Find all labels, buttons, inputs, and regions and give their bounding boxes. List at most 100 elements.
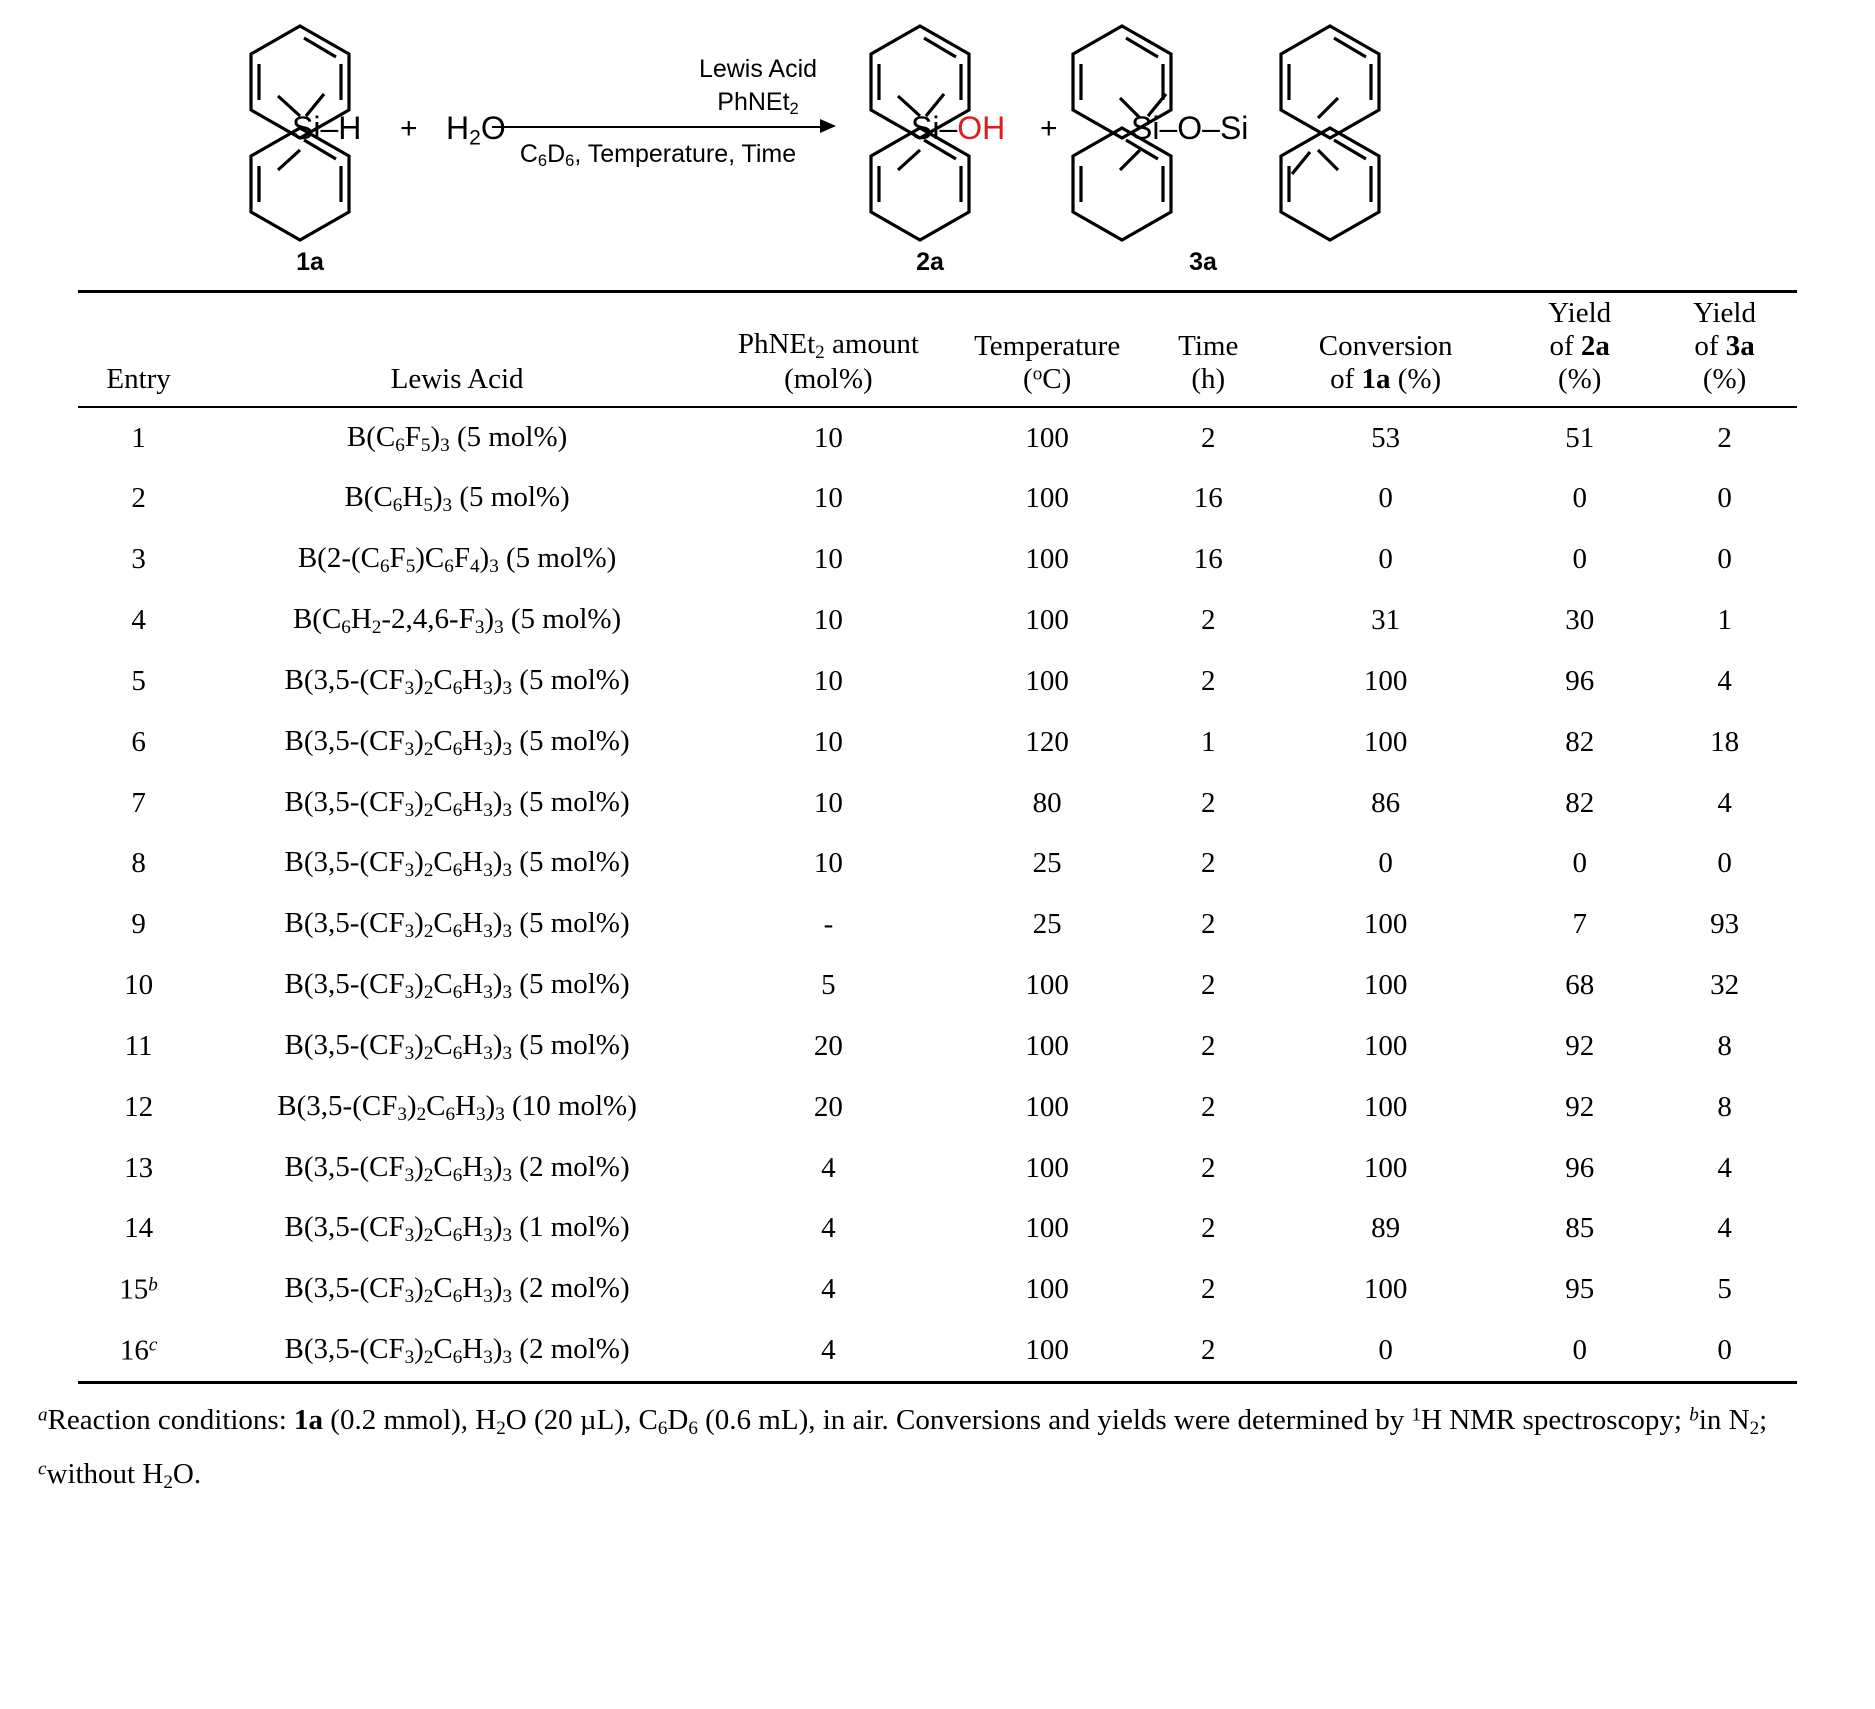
cell-yield-3a: 93 [1710,908,1740,941]
cell-entry: 14 [124,1212,154,1245]
cell-entry: 10 [124,969,154,1002]
cell-yield-3a: 32 [1710,969,1740,1002]
cell-amount: 20 [813,1029,843,1062]
cell-time: 2 [1201,1151,1216,1184]
results-table-wrap: Entry Lewis Acid PhNEt2 amount(mol%) Tem… [0,290,1875,1384]
cell-amount: 10 [813,725,843,758]
structure-1a-si-h: Si–H [292,110,362,146]
col-header-temperature: Temperature(oC) [974,330,1121,396]
cell-yield-2a: 82 [1565,725,1595,758]
cell-conversion: 89 [1371,1212,1401,1245]
cell-lewis-acid: B(C6H5)3 (5 mol%) [344,481,570,517]
condition-solvent: C6D6, Temperature, Time [519,140,797,171]
cell-amount: 4 [821,1334,836,1367]
cell-conversion: 31 [1371,604,1401,637]
cell-yield-2a: 30 [1565,604,1595,637]
cell-temperature: 25 [1032,847,1062,880]
cell-lewis-acid: B(2-(C6F5)C6F4)3 (5 mol%) [297,542,617,578]
cell-entry: 2 [131,482,146,515]
cell-conversion: 86 [1371,786,1401,819]
cell-temperature: 25 [1032,908,1062,941]
reaction-arrow-head [820,119,836,133]
water-molecule: H2O [446,110,506,150]
condition-lewis-acid: Lewis Acid [698,55,818,83]
cell-time: 2 [1201,664,1216,697]
cell-temperature: 100 [1025,1090,1069,1123]
cell-temperature: 100 [1025,421,1069,454]
cell-yield-3a: 1 [1717,604,1732,637]
structure-1a-bonds [276,92,326,172]
col-header-time: Time(h) [1178,330,1239,396]
condition-phnet2: PhNEt2 [717,88,799,119]
cell-yield-3a: 18 [1710,725,1740,758]
cell-yield-2a: 96 [1565,664,1595,697]
cell-time: 2 [1201,1029,1216,1062]
table-footnote: aReaction conditions: 1a (0.2 mmol), H2O… [0,1384,1875,1501]
cell-lewis-acid: B(3,5-(CF3)2C6H3)3 (5 mol%) [284,1028,630,1064]
cell-yield-2a: 85 [1565,1212,1595,1245]
cell-conversion: 100 [1363,1029,1408,1062]
cell-lewis-acid: B(3,5-(CF3)2C6H3)3 (10 mol%) [277,1089,637,1125]
cell-yield-2a: 82 [1565,786,1595,819]
cell-amount: 4 [821,1273,836,1306]
cell-lewis-acid: B(3,5-(CF3)2C6H3)3 (2 mol%) [284,1150,630,1186]
cell-temperature: 80 [1032,786,1062,819]
structure-3a-drawing [1071,24,1381,242]
cell-lewis-acid: B(C6F5)3 (5 mol%) [346,420,568,456]
cell-yield-3a: 0 [1717,543,1732,576]
cell-temperature: 100 [1025,1212,1069,1245]
col-header-amount: PhNEt2 amount(mol%) [737,327,919,396]
cell-conversion: 0 [1378,847,1393,880]
cell-conversion: 100 [1363,1151,1408,1184]
cell-amount: 5 [821,969,836,1002]
cell-lewis-acid: B(3,5-(CF3)2C6H3)3 (5 mol%) [284,663,630,699]
cell-lewis-acid: B(C6H2-2,4,6-F3)3 (5 mol%) [292,603,622,638]
cell-yield-2a: 68 [1565,969,1595,1002]
reaction-arrow [492,126,822,128]
cell-yield-2a: 0 [1572,847,1587,880]
cell-time: 2 [1201,1334,1216,1367]
cell-time: 2 [1201,847,1216,880]
cell-yield-3a: 8 [1717,1029,1732,1062]
reaction-scheme: Si–H + H2O 1a Lewis Acid PhNEt2 C6D6, Te… [0,0,1875,290]
cell-time: 2 [1201,1273,1216,1306]
table-header-row: Entry Lewis Acid PhNEt2 amount(mol%) Tem… [78,291,1797,408]
cell-lewis-acid: B(3,5-(CF3)2C6H3)3 (2 mol%) [284,1333,630,1368]
label-2a: 2a [916,248,944,276]
cell-yield-3a: 4 [1717,1212,1732,1245]
label-3a: 3a [1189,248,1217,276]
cell-amount: 10 [813,786,843,819]
cell-yield-2a: 92 [1565,1029,1595,1062]
cell-amount: 10 [813,604,843,637]
cell-yield-2a: 51 [1565,421,1595,454]
cell-conversion: 100 [1363,1273,1408,1306]
cell-temperature: 100 [1025,543,1069,576]
structure-2a-si-oh: Si–OH [911,110,1005,147]
cell-lewis-acid: B(3,5-(CF3)2C6H3)3 (5 mol%) [284,724,630,760]
cell-entry: 5 [131,664,146,697]
cell-lewis-acid: B(3,5-(CF3)2C6H3)3 (5 mol%) [284,968,630,1003]
cell-conversion: 100 [1363,1090,1408,1123]
cell-entry: 4 [131,604,146,637]
results-table: Entry Lewis Acid PhNEt2 amount(mol%) Tem… [78,290,1797,1384]
cell-yield-3a: 4 [1717,1151,1732,1184]
structure-3a-si-o-si: Si–O–Si [1131,110,1249,146]
cell-entry: 11 [124,1029,153,1062]
cell-yield-2a: 0 [1572,1334,1587,1367]
cell-yield-3a: 8 [1717,1090,1732,1123]
cell-entry: 8 [131,847,146,880]
si-label: Si– [911,110,958,146]
cell-yield-2a: 0 [1572,482,1587,515]
cell-amount: 10 [813,421,843,454]
cell-time: 2 [1201,786,1216,819]
cell-lewis-acid: B(3,5-(CF3)2C6H3)3 (2 mol%) [284,1272,630,1308]
cell-time: 2 [1201,969,1216,1002]
cell-amount: - [823,908,834,941]
